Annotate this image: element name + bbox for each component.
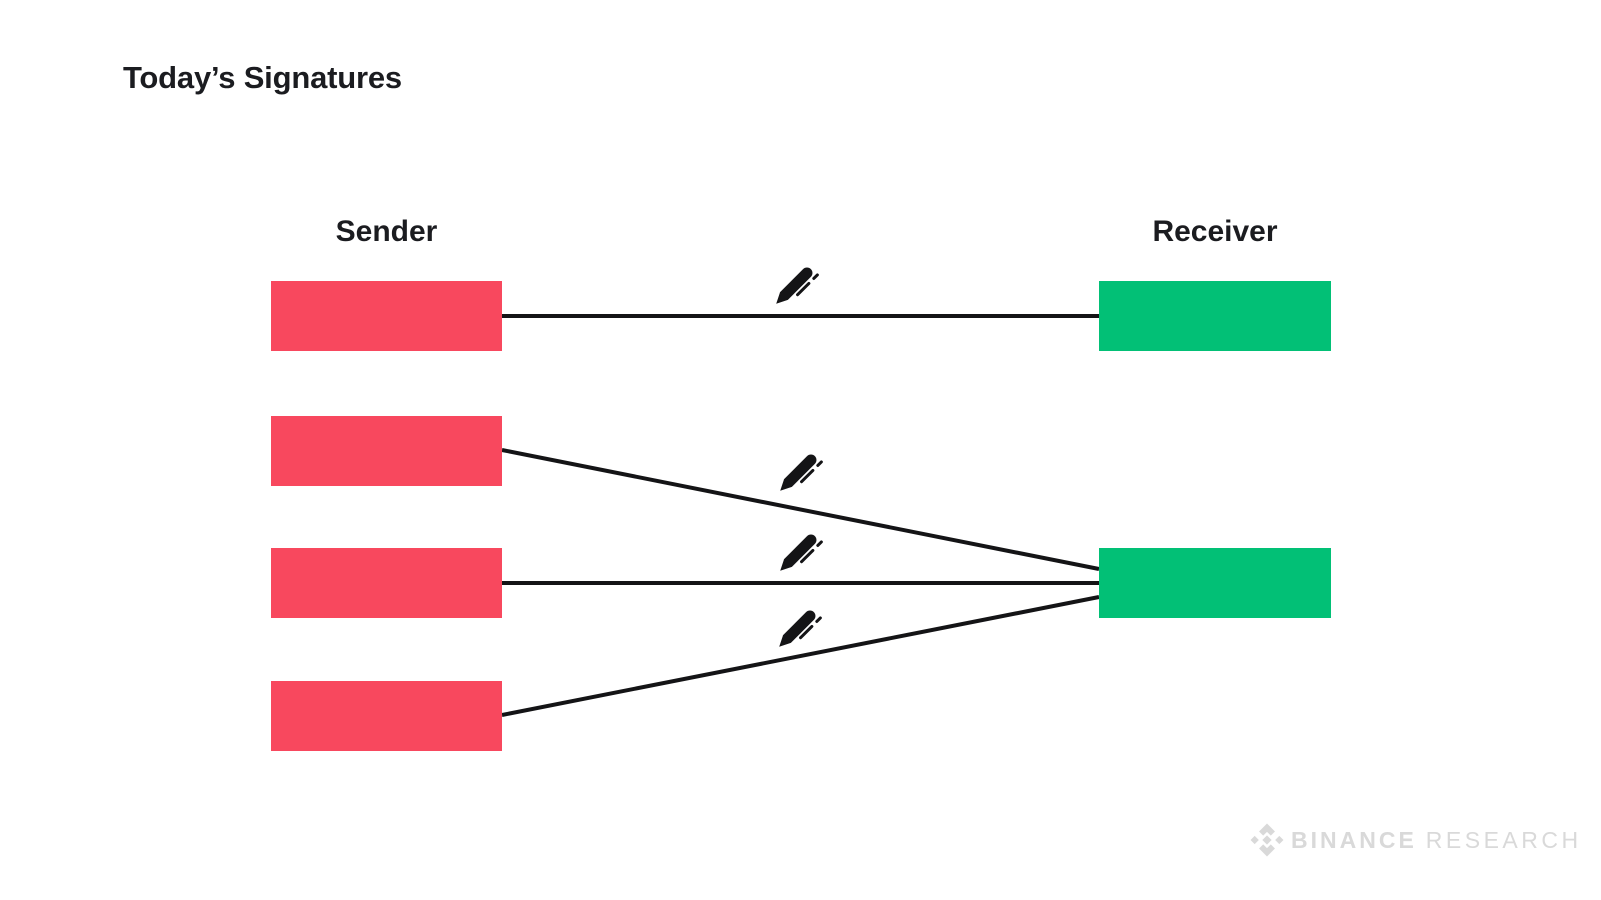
pen-signature-icon-2 xyxy=(780,454,823,491)
sender-node-4 xyxy=(271,681,502,751)
pen-signature-icon-1 xyxy=(776,267,819,304)
brand-word-research: RESEARCH xyxy=(1425,826,1582,853)
brand-word-binance: BINANCE xyxy=(1291,826,1417,853)
binance-research-logo: BINANCE RESEARCH xyxy=(1250,823,1582,857)
pen-signature-icon-3 xyxy=(780,534,823,571)
sender-node-1 xyxy=(271,281,502,351)
figure-title: Today’s Signatures xyxy=(123,60,402,95)
sender-column-label: Sender xyxy=(335,215,438,248)
receiver-node-1 xyxy=(1099,281,1331,351)
binance-diamond-icon xyxy=(1250,823,1284,857)
receiver-column-label: Receiver xyxy=(1152,215,1278,248)
sender-node-2 xyxy=(271,416,502,486)
receiver-node-2 xyxy=(1099,548,1331,618)
edge-sender4-receiver2 xyxy=(501,595,1100,717)
sender-node-3 xyxy=(271,548,502,618)
pen-signature-icon-4 xyxy=(779,610,822,647)
edge-sender2-receiver2 xyxy=(501,448,1100,571)
